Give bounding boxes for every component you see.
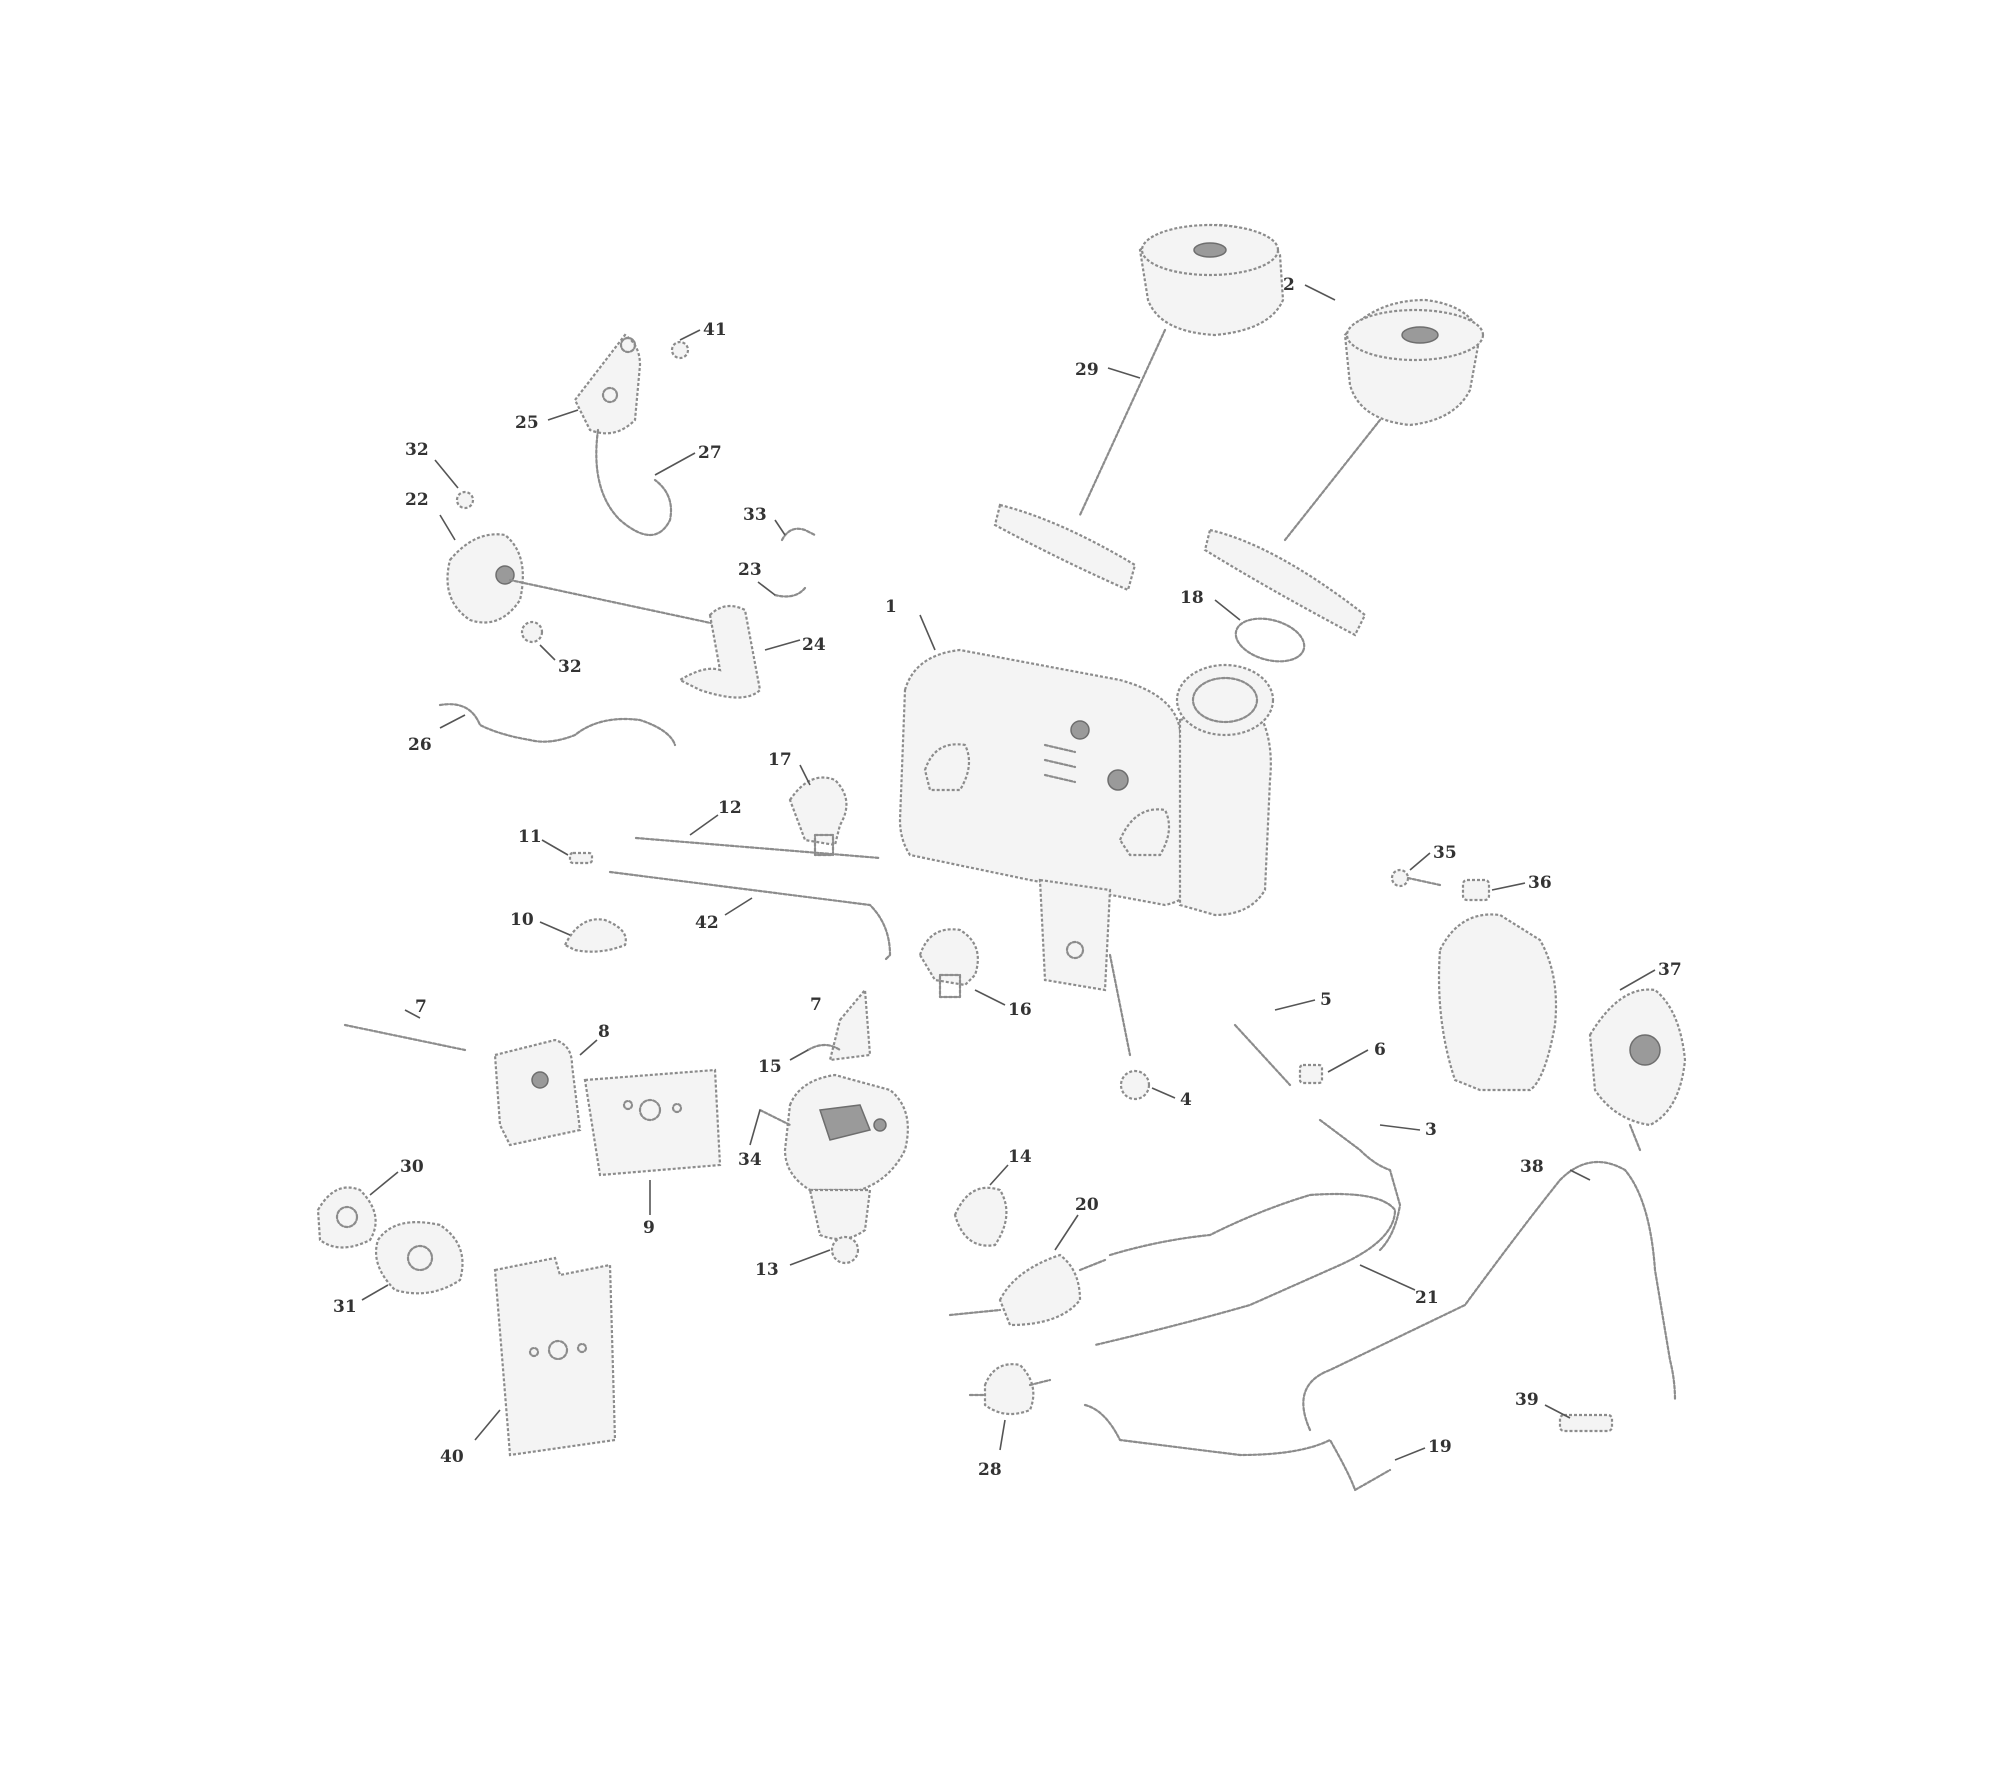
callout-1: 1 [885,597,897,617]
callout-20: 20 [1075,1195,1099,1215]
callout-21: 21 [1415,1288,1439,1308]
clip-11 [568,851,594,865]
callout-29: 29 [1075,360,1099,380]
fuel-pump-28 [968,1363,1052,1416]
callout-36: 36 [1528,873,1552,893]
fuel-cap-2 [1203,298,1485,637]
washer-32-bottom [520,620,544,644]
callout-6: 6 [1374,1040,1386,1060]
callout-39: 39 [1515,1390,1539,1410]
screw-41 [670,340,690,360]
heat-shield-40 [493,1256,617,1457]
callout-14: 14 [1008,1147,1032,1167]
nut-6 [1298,1063,1324,1085]
knob-16 [918,928,979,999]
screw-5 [1233,1023,1292,1087]
spring-33 [780,527,817,542]
callout-38: 38 [1520,1157,1544,1177]
spacer-31 [374,1221,464,1295]
lever-24 [677,604,762,699]
callout-27: 27 [698,443,722,463]
bolt-4 [1108,953,1151,1101]
spacer-36 [1461,878,1491,902]
grommet-14 [953,1186,1008,1247]
callout-10: 10 [510,910,534,930]
callout-4: 4 [1180,1090,1192,1110]
callout-25: 25 [515,413,539,433]
callout-24: 24 [802,635,826,655]
callout-3: 3 [1425,1120,1437,1140]
fuel-line-3 [1318,1118,1402,1252]
rod-42 [608,870,892,962]
callout-37: 37 [1658,960,1682,980]
callout-7-bracket: 7 [810,995,822,1015]
callout-26: 26 [408,735,432,755]
callout-33: 33 [743,505,767,525]
clamp-39 [1558,1413,1614,1433]
bolt-35 [1390,868,1442,888]
gasket-9 [583,1068,722,1177]
callout-17: 17 [768,750,792,770]
callout-11: 11 [518,827,542,847]
callout-34: 34 [738,1150,762,1170]
gasket-30 [316,1186,377,1249]
spring-15 [806,1043,842,1052]
callout-35: 35 [1433,843,1457,863]
callout-19: 19 [1428,1437,1452,1457]
callout-7: 7 [415,997,427,1017]
spacer-block-8 [493,1038,582,1147]
cover-10 [563,918,627,953]
fuel-line-21 [1093,1192,1397,1347]
stud-7 [343,1023,467,1052]
pin-23 [773,586,807,598]
rod-26 [438,703,677,747]
callout-32-top: 32 [405,440,429,460]
callout-18: 18 [1180,588,1204,608]
fuel-line-27 [595,428,673,536]
callout-8: 8 [598,1022,610,1042]
carburetor [783,1073,909,1241]
gasket-ring-18 [1234,617,1306,663]
fuel-pump-37 [1588,988,1687,1152]
callout-12: 12 [718,798,742,818]
callout-42: 42 [695,913,719,933]
fuel-line-19 [1083,1403,1392,1492]
callout-28: 28 [978,1460,1002,1480]
callout-15: 15 [758,1057,782,1077]
callout-9: 9 [643,1218,655,1238]
callout-31: 31 [333,1297,357,1317]
callout-22: 22 [405,490,429,510]
rod-12 [634,836,882,860]
callout-41: 41 [703,320,727,340]
callout-2: 2 [1283,275,1295,295]
fuel-filter-20 [948,1253,1107,1327]
fuel-line-38 [1302,1160,1677,1432]
washer-32-top [455,490,475,510]
throttle-bracket-25 [573,333,642,435]
fuel-tank-1 [898,648,1275,992]
callout-32-bottom: 32 [558,657,582,677]
callout-40: 40 [440,1447,464,1467]
knob-17 [788,776,848,857]
callout-5: 5 [1320,990,1332,1010]
screw-34 [758,1108,792,1127]
callout-13: 13 [755,1260,779,1280]
bracket-plate [1437,913,1558,1092]
control-knob-22 [446,533,722,627]
bowl-nut-13 [830,1235,860,1265]
callout-30: 30 [400,1157,424,1177]
callout-16: 16 [1008,1000,1032,1020]
callout-23: 23 [738,560,762,580]
bracket-7 [828,987,872,1062]
fuel-cap-29 [993,223,1285,592]
